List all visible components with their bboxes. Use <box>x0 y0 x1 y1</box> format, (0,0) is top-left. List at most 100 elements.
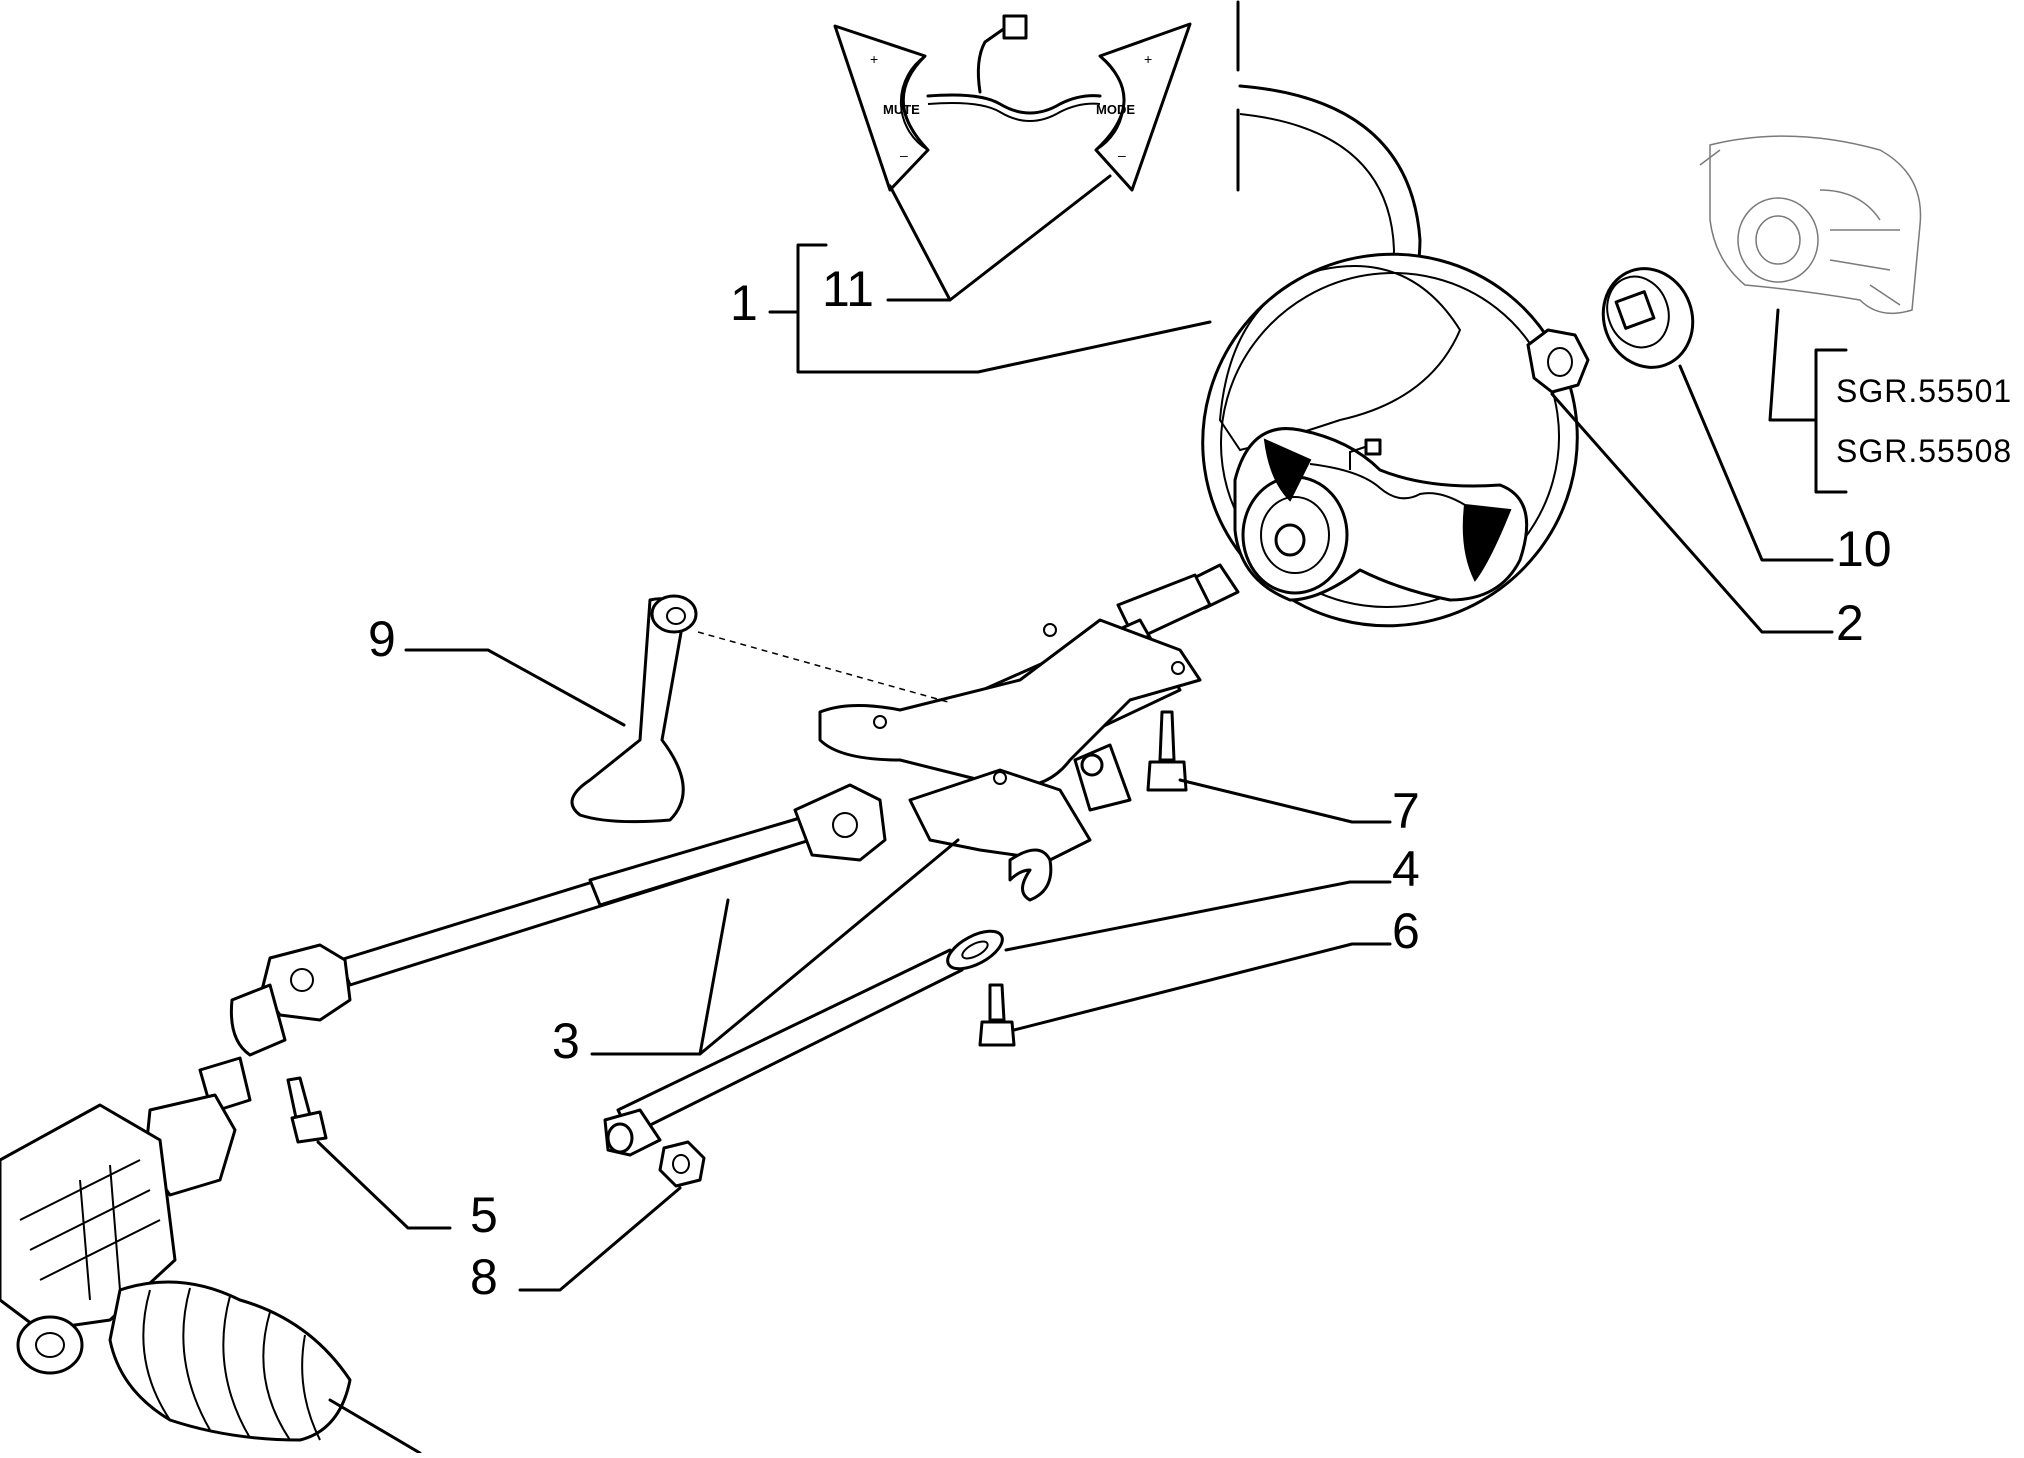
side-bracket-bolt <box>1080 753 1104 777</box>
mode-label: MODE <box>1096 102 1135 117</box>
steering-column <box>697 563 1240 902</box>
bracket-hole-2 <box>1171 661 1185 675</box>
column-lower-bracket <box>908 768 1092 862</box>
left-plus-sign: + <box>870 51 878 67</box>
callout-8: 8 <box>470 1249 498 1305</box>
airbag-module-outline <box>1709 135 1922 315</box>
rack-tie-rod <box>328 1398 422 1455</box>
column-adjust-lever <box>1008 848 1053 902</box>
left-minus-sign: – <box>900 147 908 163</box>
mute-button-outline <box>899 55 929 151</box>
screw-6 <box>978 983 1016 1047</box>
leader-1-bracket <box>768 243 1212 374</box>
control-wiring <box>926 93 1102 115</box>
steering-rack <box>0 1056 422 1455</box>
screw-7-head <box>1146 760 1188 792</box>
lower-bracket-hole <box>993 771 1007 785</box>
leader-4 <box>1004 880 1392 952</box>
alignment-line-9 <box>697 631 949 703</box>
mode-button-outline <box>1095 55 1125 151</box>
steering-wheel-upper-opening <box>1218 265 1462 452</box>
bracket-hole-1 <box>873 715 887 729</box>
stabilizer-rod-lower-eye <box>606 1122 634 1154</box>
screw-5-head <box>290 1110 328 1144</box>
upper-ujoint-pin <box>832 812 858 838</box>
callout-7: 7 <box>1392 783 1420 839</box>
callout-10: 10 <box>1836 521 1892 577</box>
connector-lead <box>976 26 1007 94</box>
hub-boss-inner <box>1260 496 1330 574</box>
nut-8-body <box>658 1140 706 1188</box>
callout-5: 5 <box>470 1187 498 1243</box>
callout-labels: 1 11 2 10 9 7 4 6 3 5 8 SGR.55501 SGR.55… <box>368 261 2012 1305</box>
rack-housing-ribs <box>19 1159 161 1301</box>
callout-9: 9 <box>368 611 396 667</box>
leader-10 <box>1678 364 1834 562</box>
screw-6-thread <box>988 983 1006 1022</box>
stabilizer-rod-upper-eye <box>946 929 1004 971</box>
leader-sgr-bracket <box>1768 308 1848 494</box>
lower-ujoint-pin <box>290 968 314 992</box>
rack-boot <box>108 1280 352 1442</box>
leader-lines <box>316 174 1848 1292</box>
hub-cap-hex <box>1614 290 1656 330</box>
column-upper-bracket <box>818 618 1202 789</box>
stabilizer-rod <box>603 929 1004 1157</box>
airbag-module-ribs <box>1699 149 1901 306</box>
hub-nut <box>1274 523 1306 557</box>
mute-label: MUTE <box>883 102 920 117</box>
lower-ujoint-yoke <box>229 983 287 1057</box>
right-control-button <box>1462 503 1512 582</box>
screw-7 <box>1146 710 1188 792</box>
nut-8-hole <box>672 1154 690 1174</box>
right-plus-sign: + <box>1144 51 1152 67</box>
screw-5 <box>286 1076 328 1144</box>
leader-2 <box>1550 392 1834 634</box>
leader-9 <box>404 648 626 727</box>
airbag-module-center-inner <box>1755 215 1801 265</box>
nut-bore <box>1547 347 1573 377</box>
upper-universal-joint <box>793 783 887 862</box>
reference-code-1: SGR.55501 <box>1836 373 2012 409</box>
support-link <box>570 594 698 824</box>
steering-wheel-rim <box>1201 252 1579 628</box>
intermediate-shaft <box>229 783 887 1057</box>
nut-8 <box>658 1140 706 1188</box>
rack-mount-eye-hole <box>35 1332 65 1358</box>
callout-11: 11 <box>822 261 874 317</box>
leader-3 <box>590 838 960 1056</box>
steering-wheel <box>1201 252 1579 628</box>
airbag-module-center <box>1737 197 1819 283</box>
leader-8 <box>518 1186 682 1292</box>
stabilizer-rod-upper-hole <box>961 940 989 960</box>
nut-body <box>1526 328 1590 394</box>
wheel-connector-lead <box>1349 445 1369 470</box>
rack-boot-folds <box>142 1287 321 1441</box>
callout-1: 1 <box>730 275 758 331</box>
right-minus-sign: – <box>1118 147 1126 163</box>
screw-6-head <box>978 1020 1016 1047</box>
callout-6: 6 <box>1392 903 1420 959</box>
support-link-eye-hole <box>666 607 686 625</box>
intermediate-shaft-sleeve <box>588 816 812 907</box>
screw-7-thread <box>1158 710 1176 762</box>
callout-3: 3 <box>552 1013 580 1069</box>
hub-cap-rim <box>1606 275 1670 349</box>
bracket-hole-3 <box>1043 623 1057 637</box>
connector-plug <box>1002 14 1028 40</box>
leader-7 <box>1178 778 1392 824</box>
callout-4: 4 <box>1392 841 1420 897</box>
leader-11 <box>886 174 1112 302</box>
leader-5 <box>316 1140 452 1230</box>
left-control-button <box>1263 438 1312 502</box>
screw-5-thread <box>286 1076 312 1120</box>
steering-wheel-nut <box>1526 328 1590 394</box>
airbag-module <box>1699 135 1922 315</box>
wheel-controls-inset: MUTE + – MODE + – <box>833 14 1192 192</box>
wheel-wiring <box>1309 463 1466 506</box>
rack-mount-eye <box>16 1315 84 1375</box>
control-wiring-inner <box>927 102 1101 122</box>
callout-2: 2 <box>1836 595 1864 651</box>
